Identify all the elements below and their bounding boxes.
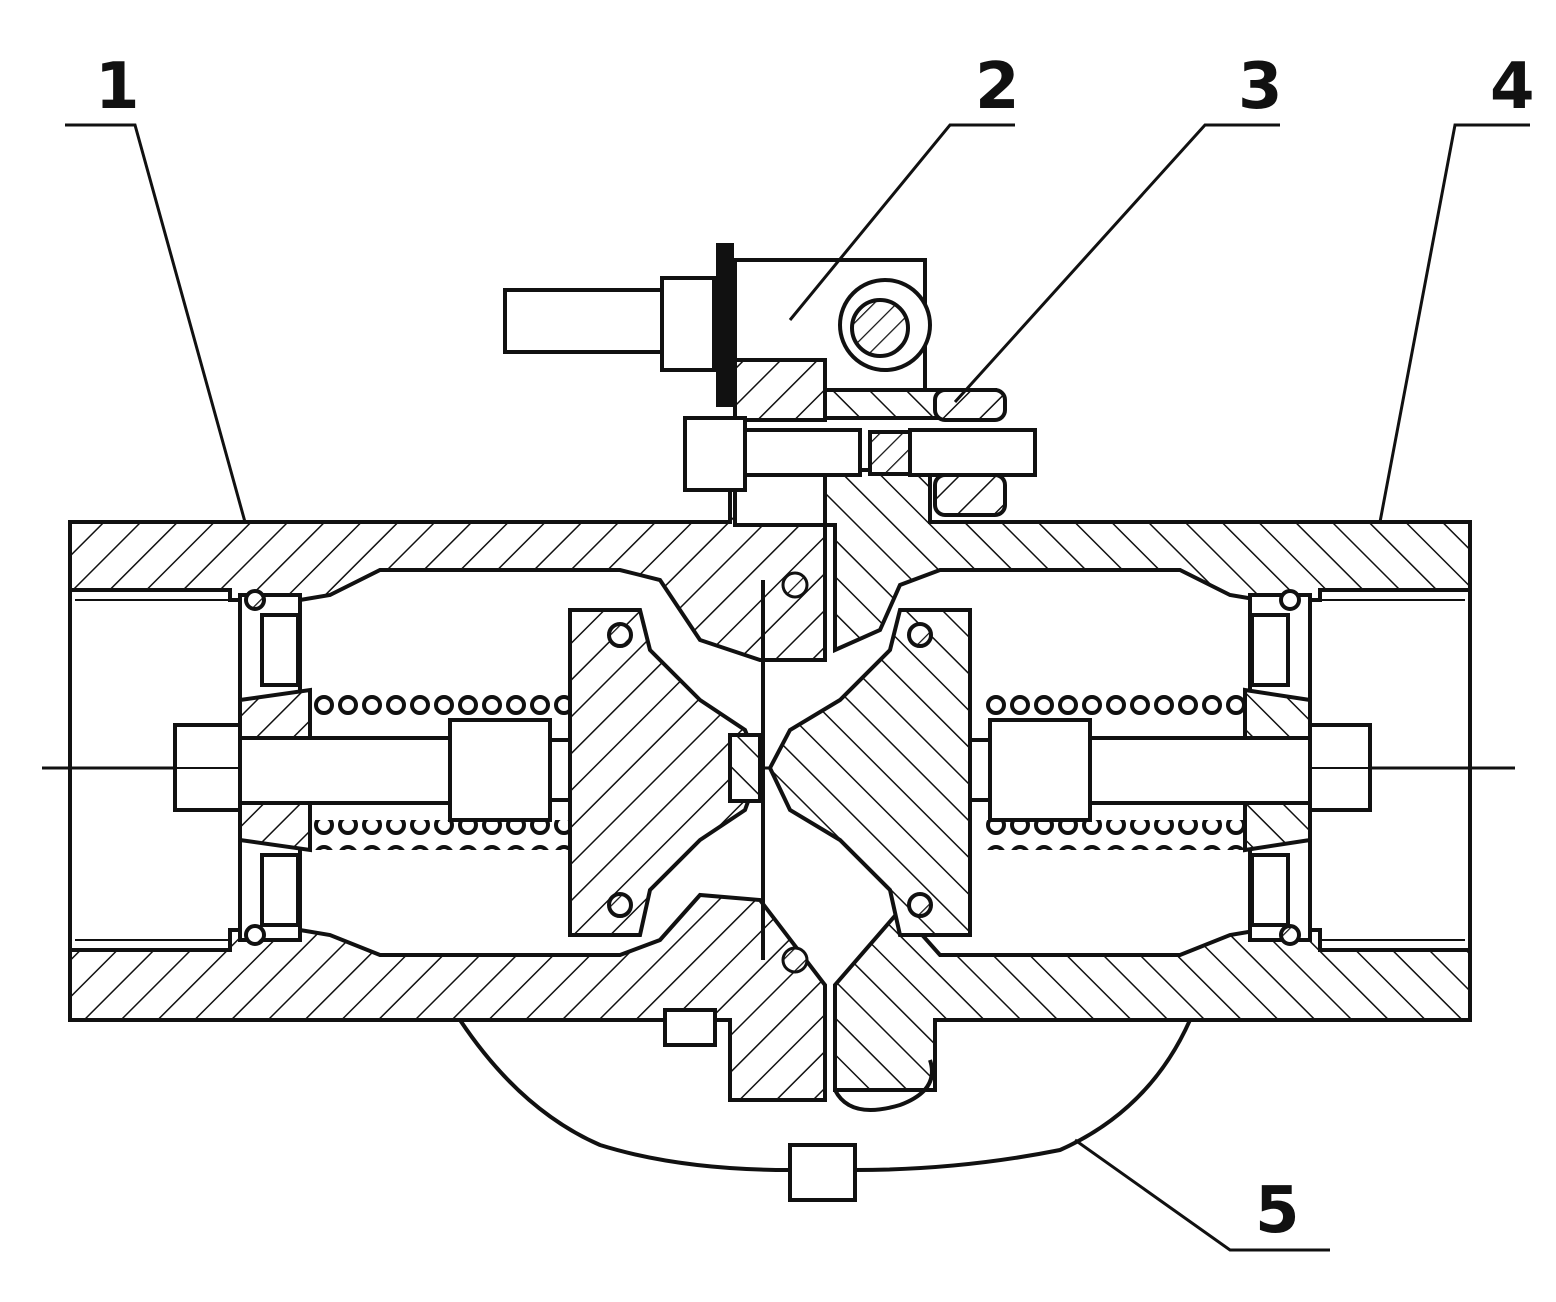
left-valve-body xyxy=(68,468,827,1102)
callout-3: 3 xyxy=(1238,50,1283,124)
left-spindle xyxy=(173,687,642,853)
callout-5: 5 xyxy=(1255,1174,1300,1248)
callout-4: 4 xyxy=(1490,50,1535,124)
top-bolt-assembly xyxy=(503,243,1037,517)
callout-2: 2 xyxy=(975,50,1020,124)
callout-labels: 1 2 3 4 5 xyxy=(95,50,1535,1248)
right-spring xyxy=(985,690,1245,850)
bottom-seal-wire xyxy=(458,1008,1192,1202)
callout-1: 1 xyxy=(95,50,140,124)
left-poppet xyxy=(568,608,763,937)
leader-lines xyxy=(65,123,1530,1252)
right-poppet xyxy=(767,608,972,937)
right-valve-body xyxy=(823,468,1472,1092)
center-joint-line xyxy=(761,571,809,974)
left-spring xyxy=(310,690,570,850)
